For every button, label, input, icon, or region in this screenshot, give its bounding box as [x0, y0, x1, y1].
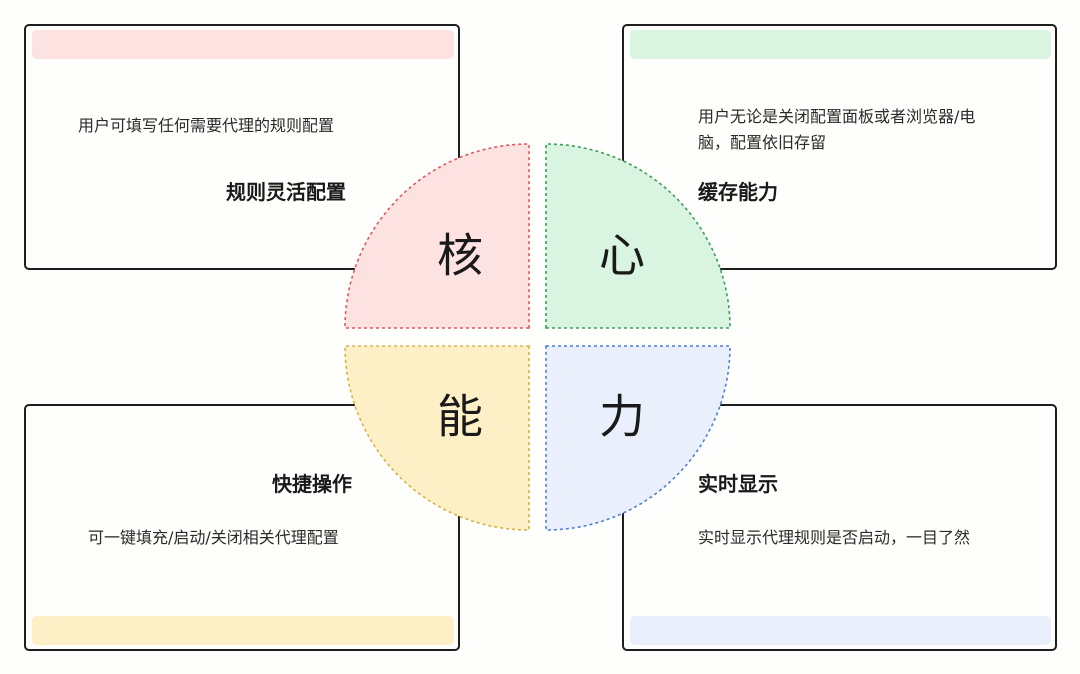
card-description-line-1: 用户无论是关闭配置面板或者浏览器/电: [698, 107, 976, 126]
card-description: 实时显示代理规则是否启动，一目了然: [698, 528, 971, 547]
card-rule-config: 用户可填写任何需要代理的规则配置 规则灵活配置: [24, 24, 460, 270]
card-title: 快捷操作: [272, 472, 352, 496]
card-description-line-2: 脑，配置依旧存留: [698, 133, 827, 152]
center-char-li: 力: [599, 390, 645, 444]
card-description: 用户可填写任何需要代理的规则配置: [78, 116, 335, 135]
card-accent-bar-blue: [630, 616, 1051, 645]
quadrant-bottom-right: [545, 345, 731, 531]
quadrant-bottom-left: [344, 345, 530, 531]
card-title: 规则灵活配置: [226, 180, 346, 204]
card-title: 实时显示: [698, 472, 778, 496]
card-accent-bar-green: [630, 30, 1051, 59]
quadrant-top-left: [344, 143, 530, 329]
card-description: 可一键填充/启动/关闭相关代理配置: [88, 528, 339, 547]
center-char-he: 核: [437, 229, 483, 283]
quadrant-top-right: [545, 143, 731, 329]
card-accent-bar-yellow: [32, 616, 454, 645]
center-char-xin: 心: [599, 229, 645, 283]
center-char-neng: 能: [437, 390, 483, 444]
card-quick-action: 快捷操作 可一键填充/启动/关闭相关代理配置: [24, 404, 460, 651]
card-accent-bar-red: [32, 30, 454, 59]
card-title: 缓存能力: [698, 180, 778, 204]
